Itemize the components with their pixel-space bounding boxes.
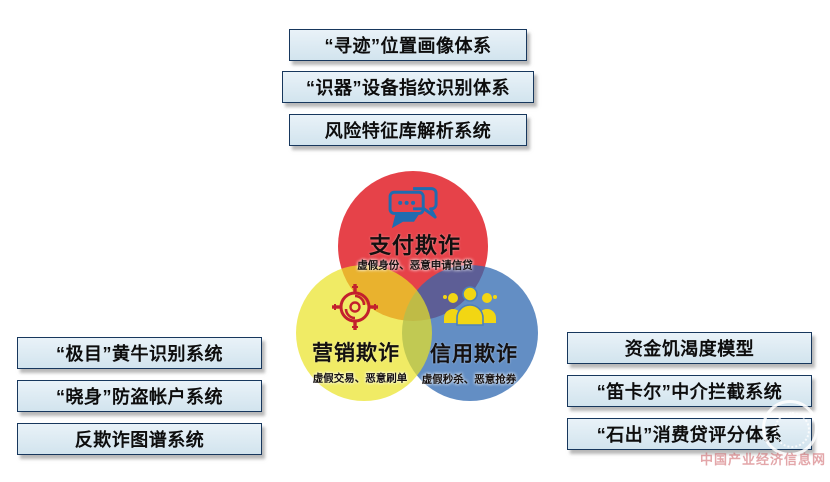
watermark-seal-icon xyxy=(762,400,818,456)
payment-fraud-subtitle: 虚假身份、恶意申请信贷 xyxy=(357,259,473,272)
top-system-box-2: “识器”设备指纹识别体系 xyxy=(282,71,534,103)
left-system-box-1: “极目”黄牛识别系统 xyxy=(17,337,262,369)
top-system-box-1: “寻迹”位置画像体系 xyxy=(289,29,527,61)
payment-fraud-label: 支付欺诈 xyxy=(368,233,462,258)
left-system-box-3: 反欺诈图谱系统 xyxy=(17,423,262,455)
chat-bubbles-icon xyxy=(385,184,443,230)
right-system-box-1: 资金饥渴度模型 xyxy=(567,332,812,364)
credit-fraud-subtitle: 虚假秒杀、恶意抢券 xyxy=(421,373,517,386)
top-system-box-3: 风险特征库解析系统 xyxy=(289,114,527,146)
people-icon xyxy=(441,285,499,327)
marketing-fraud-subtitle: 虚假交易、恶意刷单 xyxy=(312,372,408,385)
watermark-text: 中国产业经济信息网 xyxy=(700,452,827,467)
marketing-fraud-label: 营销欺诈 xyxy=(312,342,400,365)
credit-fraud-label: 信用欺诈 xyxy=(430,343,518,366)
left-system-box-2: “晓身”防盗帐户系统 xyxy=(17,380,262,412)
right-system-box-2: “笛卡尔”中介拦截系统 xyxy=(567,375,812,407)
marketing-fraud-circle xyxy=(296,265,432,401)
target-icon xyxy=(331,283,379,331)
